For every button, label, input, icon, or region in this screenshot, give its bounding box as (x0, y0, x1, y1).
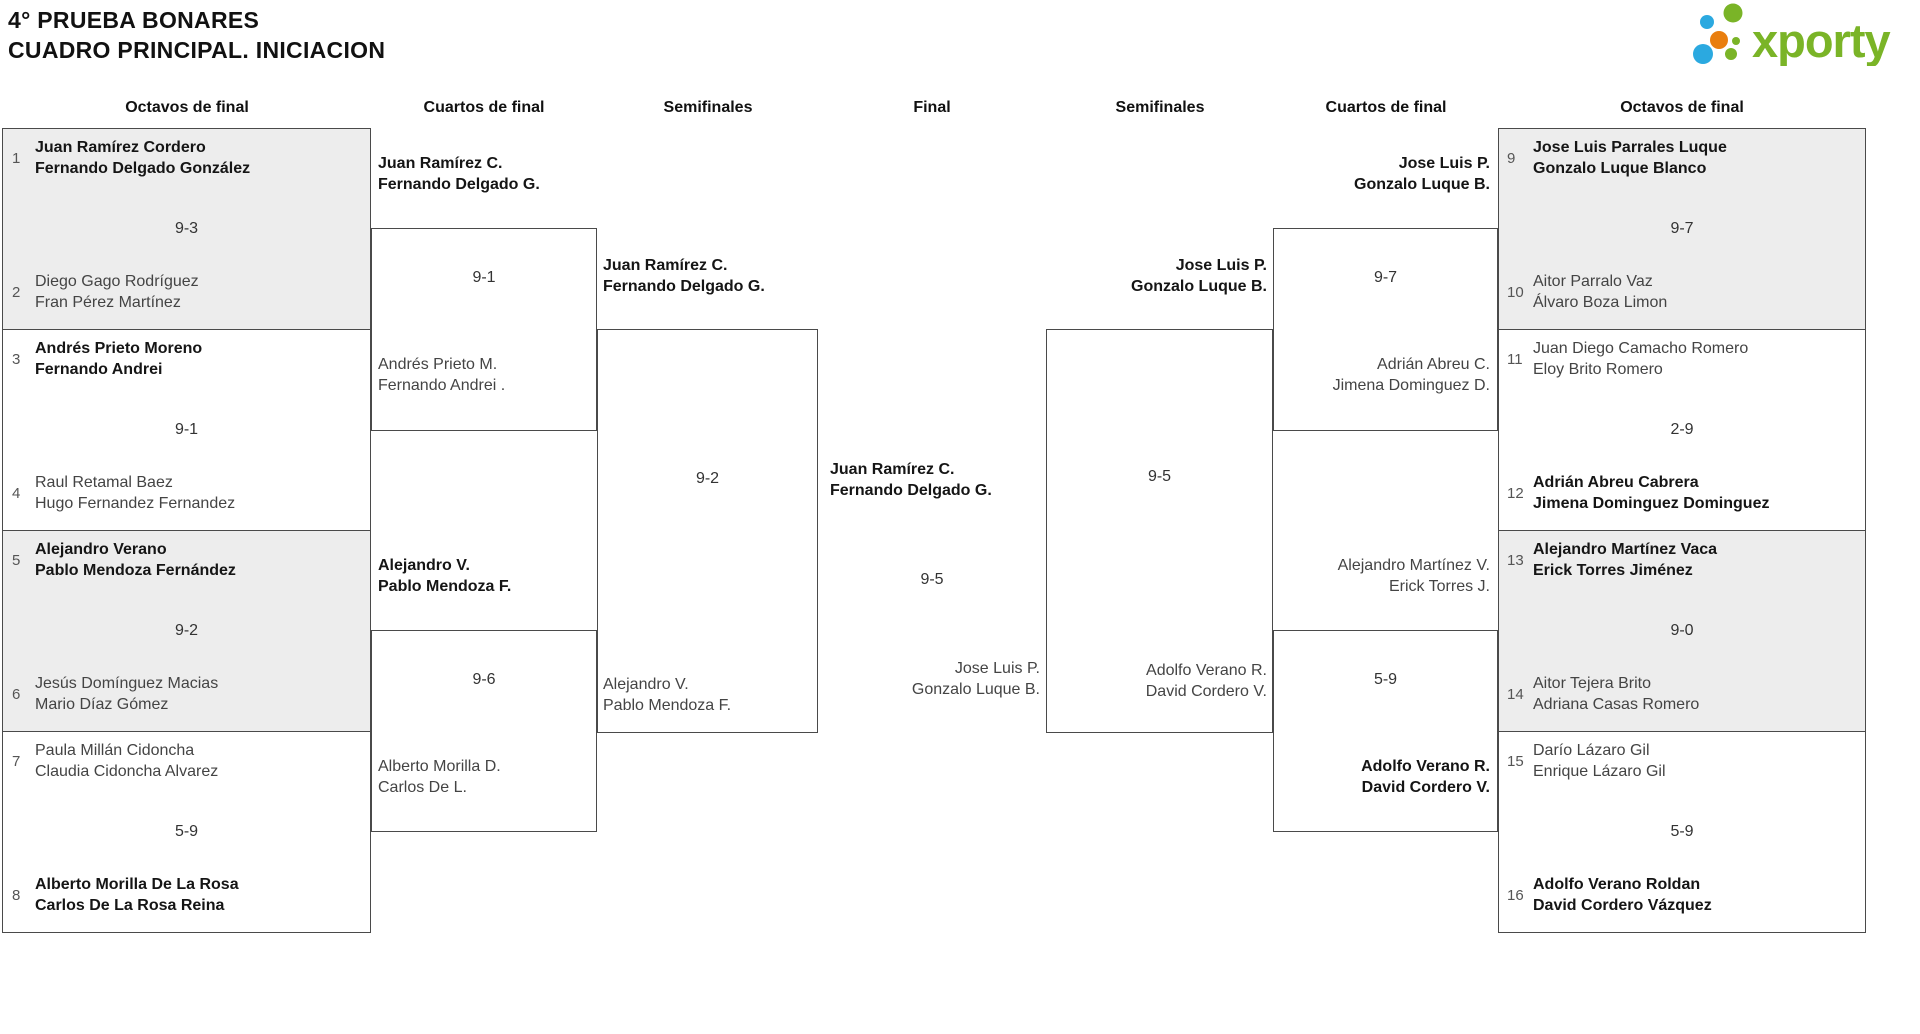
team-pair-winner: Jose Luis Parrales Luque Gonzalo Luque B… (1533, 139, 1727, 177)
final-loser: Jose Luis P. Gonzalo Luque B. (911, 660, 1040, 698)
team-pair-winner: Alberto Morilla De La Rosa Carlos De La … (35, 876, 239, 914)
match-box-r16-right-3: 13 Alejandro Martínez Vaca Erick Torres … (1498, 530, 1866, 732)
seed-number: 1 (12, 150, 21, 167)
qf-left-2-loser: Alberto Morilla D. Carlos De L. (378, 758, 501, 796)
match-score: 9-7 (1670, 220, 1694, 237)
seed-number: 14 (1507, 686, 1524, 703)
column-header-octavos-right: Octavos de final (1620, 99, 1744, 116)
final-winner: Juan Ramírez C. Fernando Delgado G. (830, 461, 992, 499)
sf-left-box (597, 329, 818, 733)
logo-dot-green-large (1723, 3, 1743, 23)
sf-left-loser: Alejandro V. Pablo Mendoza F. (603, 676, 732, 714)
qf-right-2-box (1273, 630, 1498, 832)
team-pair-winner: Adrián Abreu Cabrera Jimena Dominguez Do… (1533, 474, 1770, 512)
seed-number: 12 (1507, 485, 1524, 502)
match-score: 5-9 (1670, 823, 1694, 840)
seed-number: 16 (1507, 887, 1524, 904)
logo-dot-green-tiny (1732, 37, 1740, 45)
qf-left-2-score: 9-6 (472, 671, 496, 688)
qf-right-2-score: 5-9 (1373, 671, 1398, 688)
qf-right-1-loser: Adrián Abreu C. Jimena Dominguez D. (1332, 356, 1490, 394)
team-pair-winner: Andrés Prieto Moreno Fernando Andrei (35, 340, 203, 378)
column-header-cuartos-left: Cuartos de final (423, 99, 545, 116)
team-pair: Diego Gago Rodríguez Fran Pérez Martínez (35, 273, 199, 311)
sf-right-winner: Jose Luis P. Gonzalo Luque B. (1131, 257, 1267, 295)
seed-number: 2 (12, 284, 21, 301)
team-pair-winner: Alejandro Martínez Vaca Erick Torres Jim… (1533, 541, 1718, 579)
team-pair: Raul Retamal Baez Hugo Fernandez Fernand… (35, 474, 236, 512)
seed-number: 7 (12, 753, 21, 770)
team-pair: Aitor Parralo Vaz Álvaro Boza Limon (1533, 273, 1668, 311)
match-box-r16-right-1: 9 Jose Luis Parrales Luque Gonzalo Luque… (1498, 128, 1866, 330)
page-title: 4° PRUEBA BONARES CUADRO PRINCIPAL. INIC… (8, 5, 385, 65)
seed-number: 15 (1507, 753, 1524, 770)
column-header-cuartos-right: Cuartos de final (1325, 99, 1447, 116)
qf-left-1-winner: Juan Ramírez C. Fernando Delgado G. (378, 155, 540, 193)
team-pair: Darío Lázaro Gil Enrique Lázaro Gil (1533, 742, 1666, 780)
final-score: 9-5 (920, 571, 944, 588)
qf-right-1-box (1273, 228, 1498, 431)
qf-right-1-winner: Jose Luis P. Gonzalo Luque B. (1354, 155, 1490, 193)
logo-dot-blue-small (1700, 15, 1714, 29)
match-box-r16-left-4: 7 Paula Millán Cidoncha Claudia Cidoncha… (2, 731, 371, 933)
qf-left-1-loser: Andrés Prieto M. Fernando Andrei . (378, 356, 506, 394)
sf-right-loser: Adolfo Verano R. David Cordero V. (1145, 662, 1267, 700)
column-header-semis-right: Semifinales (1115, 99, 1205, 116)
team-pair: Jesús Domínguez Macias Mario Díaz Gómez (35, 675, 219, 713)
match-score: 5-9 (174, 823, 199, 840)
logo-dot-orange (1710, 31, 1728, 49)
qf-right-1-score: 9-7 (1373, 269, 1398, 286)
qf-left-1-box (371, 228, 597, 431)
sf-left-winner: Juan Ramírez C. Fernando Delgado G. (603, 257, 765, 295)
qf-left-1-score: 9-1 (472, 269, 496, 286)
qf-right-2-winner: Adolfo Verano R. David Cordero V. (1361, 758, 1490, 796)
match-box-r16-left-3: 5 Alejandro Verano Pablo Mendoza Fernánd… (2, 530, 371, 732)
team-pair: Paula Millán Cidoncha Claudia Cidoncha A… (35, 742, 219, 780)
qf-left-2-winner: Alejandro V. Pablo Mendoza F. (378, 557, 512, 595)
team-pair: Juan Diego Camacho Romero Eloy Brito Rom… (1533, 340, 1749, 378)
logo-brand-text: xporty (1752, 14, 1891, 66)
team-pair-winner: Juan Ramírez Cordero Fernando Delgado Go… (35, 139, 251, 177)
sf-right-score: 9-5 (1147, 468, 1172, 485)
xporty-logo: xporty (1693, 3, 1892, 66)
qf-left-2-box (371, 630, 597, 832)
match-box-r16-left-1: 1 Juan Ramírez Cordero Fernando Delgado … (2, 128, 371, 330)
match-score: 9-2 (174, 622, 199, 639)
seed-number: 3 (12, 351, 21, 368)
bracket-subtitle: CUADRO PRINCIPAL. INICIACION (8, 37, 386, 63)
tournament-name: 4° PRUEBA BONARES (8, 7, 260, 33)
seed-number: 6 (12, 686, 21, 703)
seed-number: 10 (1507, 284, 1524, 301)
match-score: 2-9 (1670, 421, 1694, 438)
match-box-r16-right-2: 11 Juan Diego Camacho Romero Eloy Brito … (1498, 329, 1866, 531)
team-pair-winner: Alejandro Verano Pablo Mendoza Fernández (35, 541, 236, 579)
seed-number: 9 (1507, 150, 1516, 167)
match-box-r16-right-4: 15 Darío Lázaro Gil Enrique Lázaro Gil 5… (1498, 731, 1866, 933)
seed-number: 13 (1507, 552, 1524, 569)
logo-dot-blue-large (1693, 44, 1713, 64)
column-header-octavos-left: Octavos de final (125, 99, 249, 116)
team-pair: Aitor Tejera Brito Adriana Casas Romero (1533, 675, 1700, 713)
match-score: 9-3 (174, 220, 199, 237)
sf-left-score: 9-2 (695, 470, 720, 487)
match-score: 9-1 (174, 421, 199, 438)
seed-number: 5 (12, 552, 21, 569)
match-score: 9-0 (1670, 622, 1694, 639)
column-header-final: Final (913, 99, 951, 116)
seed-number: 4 (12, 485, 21, 502)
match-box-r16-left-2: 3 Andrés Prieto Moreno Fernando Andrei 9… (2, 329, 371, 531)
logo-dot-green-small (1725, 48, 1737, 60)
team-pair-winner: Adolfo Verano Roldan David Cordero Vázqu… (1533, 876, 1712, 914)
sf-right-box (1046, 329, 1273, 733)
seed-number: 8 (12, 887, 21, 904)
seed-number: 11 (1507, 351, 1523, 368)
column-header-semis-left: Semifinales (663, 99, 753, 116)
qf-right-2-loser: Alejandro Martínez V. Erick Torres J. (1337, 557, 1490, 595)
